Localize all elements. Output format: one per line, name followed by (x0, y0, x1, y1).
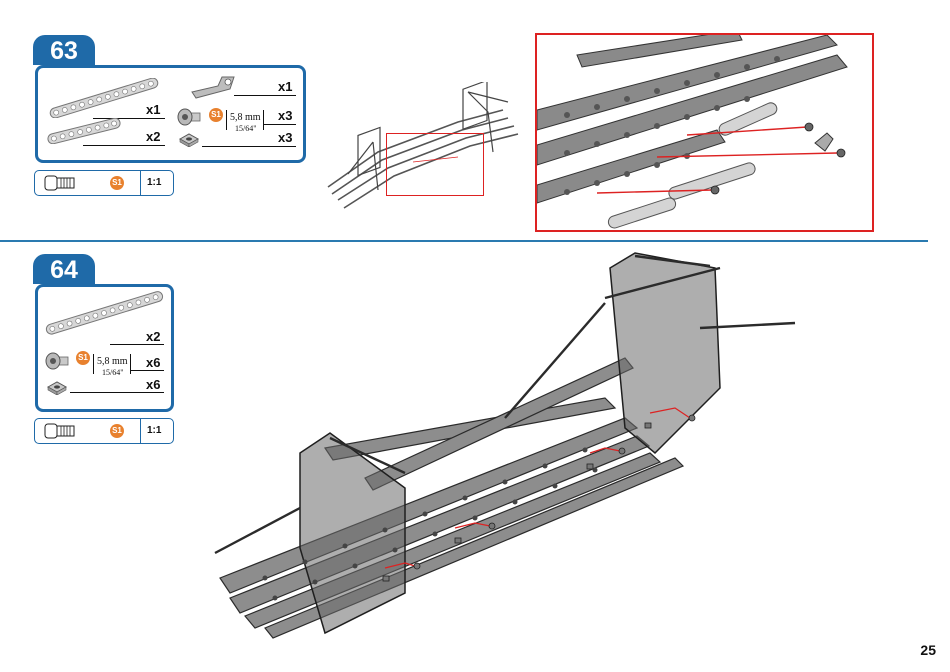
leader-line (83, 145, 165, 146)
parts-list: x1 x2 x1 S1 5,8 mm 15/64" x3 x3 (35, 65, 306, 163)
square-nut-icon (46, 379, 68, 395)
screw-icon (176, 107, 202, 127)
zoom-locator-box (386, 133, 484, 196)
strip-qty: x2 (146, 329, 160, 344)
screw-code-badge: S1 (76, 351, 90, 365)
step-divider (0, 240, 928, 242)
leader-line (264, 124, 296, 125)
length-bracket (263, 110, 264, 130)
screw-length-mm: 5,8 mm (97, 357, 128, 367)
step-number: 63 (33, 35, 95, 65)
screw-length-inch: 15/64" (235, 124, 257, 133)
angle-bracket-icon (188, 72, 238, 100)
scale-divider (140, 171, 141, 195)
screw-qty: x3 (278, 108, 292, 123)
parts-list: x2 S1 5,8 mm 15/64" x6 x6 (35, 284, 174, 412)
detail-zoom-panel (535, 33, 874, 232)
screw-code-badge: S1 (209, 108, 223, 122)
bracket-qty: x1 (278, 79, 292, 94)
length-bracket (93, 354, 94, 374)
nut-qty: x6 (146, 377, 160, 392)
leader-line (202, 146, 296, 147)
scale-code-badge: S1 (110, 424, 124, 438)
page-number: 25 (920, 642, 936, 658)
nut-qty: x3 (278, 130, 292, 145)
scale-ratio: 1:1 (147, 177, 161, 188)
step-number: 64 (33, 254, 95, 284)
screw-scale-icon (43, 174, 77, 192)
screw-scale-guide: S1 1:1 (34, 170, 174, 196)
leader-line (110, 344, 164, 345)
leader-line (70, 392, 164, 393)
perforated-strip-icon (44, 118, 124, 144)
scale-ratio: 1:1 (147, 425, 161, 436)
strip-long-qty: x1 (146, 102, 160, 117)
strip-short-qty: x2 (146, 129, 160, 144)
main-assembly-illustration (205, 248, 805, 643)
length-bracket (226, 110, 227, 130)
square-nut-icon (178, 131, 200, 147)
screw-qty: x6 (146, 355, 160, 370)
leader-line (131, 370, 164, 371)
screw-length-mm: 5,8 mm (230, 113, 261, 123)
screw-scale-guide: S1 1:1 (34, 418, 174, 444)
screw-icon (44, 351, 70, 371)
screw-length-inch: 15/64" (102, 368, 124, 377)
leader-line (234, 95, 296, 96)
scale-code-badge: S1 (110, 176, 124, 190)
detail-zoom-illustration (537, 35, 872, 230)
screw-scale-icon (43, 422, 77, 440)
length-bracket (130, 354, 131, 374)
scale-divider (140, 419, 141, 443)
